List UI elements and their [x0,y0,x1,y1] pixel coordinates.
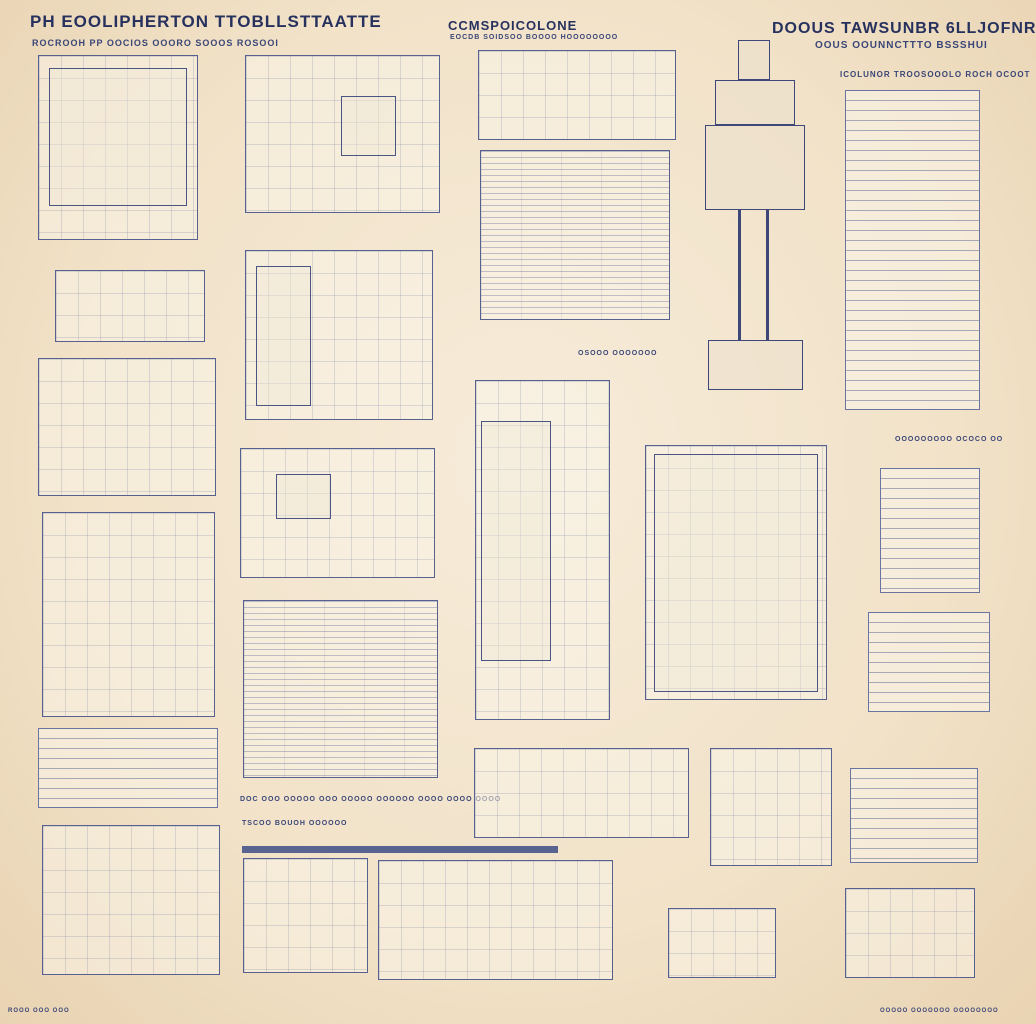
tower-top [738,40,770,80]
drawing-sheet-15 [710,748,832,866]
drawing-sheet-11 [480,150,670,320]
tall-section [481,421,551,661]
drawing-sheet-3 [38,358,216,496]
footer-left: ROOO OOO OOO [8,1008,70,1014]
tower-head [705,125,805,210]
notes-block-right-4 [850,768,978,863]
drawing-sheet-5 [42,825,220,975]
drawing-sheet-14 [645,445,827,700]
left-subtitle: ROCROOH PP OOCIOS OOORO SOOOS ROSOOI [32,38,279,48]
drawing-sheet-12 [475,380,610,720]
center-subtitle: EOCDB SOIDSOO BOOOO HOOOOOOOO [450,34,619,41]
room-outline [341,96,396,156]
right-notes-heading: ICOLUNOR TROOSOOOLO ROCH OCOOT [840,70,1031,79]
tower-elevation [700,40,810,400]
bottom-row-caption: DOC OOO OOOOO OOO OOOOO OOOOOO OOOO OOOO… [240,796,502,803]
drawing-sheet-16 [243,858,368,973]
center-plan-caption: OSOOO OOOOOOO [578,350,658,357]
mid-strip-caption: TSCOO BOUOH OOOOOO [242,820,348,827]
right-small-caption: OOOOOOOOO OCOCO OO [895,436,1004,443]
panel-outline [654,454,818,692]
tower-cap [715,80,795,125]
notes-block-left [38,728,218,808]
title-strip [242,846,558,853]
left-title: PH EOOLIPHERTON TTOBLLSTTAATTE [30,12,382,31]
notes-block-right-3 [868,612,990,712]
drawing-sheet-8 [240,448,435,578]
stair-plan [256,266,311,406]
drawing-sheet-1 [38,55,198,240]
right-title: DOOUS TAWSUNBR 6LLJOFNR [772,20,1036,37]
floor-plan [49,68,187,206]
drawing-sheet-17 [378,860,613,980]
tower-shaft-left [738,210,741,340]
unit-detail [276,474,331,519]
drawing-sheet-2 [55,270,205,342]
center-title: CCMSPOICOLONE [448,18,578,33]
drawing-sheet-7 [245,250,433,420]
drawing-sheet-9 [243,600,438,778]
notes-block-right-1 [845,90,980,410]
drawing-sheet-4 [42,512,215,717]
drawing-sheet-10 [478,50,676,140]
tower-base [708,340,803,390]
right-subtitle: OOUS OOUNNCTTTO BSSSHUI [815,40,988,51]
drawing-sheet-13 [474,748,689,838]
drawing-sheet-6 [245,55,440,213]
notes-block-right-2 [880,468,980,593]
drawing-sheet-18 [668,908,776,978]
drawing-sheet-19 [845,888,975,978]
footer-right: OOOOO OOOOOOO OOOOOOOO [880,1008,999,1014]
tower-shaft-right [766,210,769,340]
